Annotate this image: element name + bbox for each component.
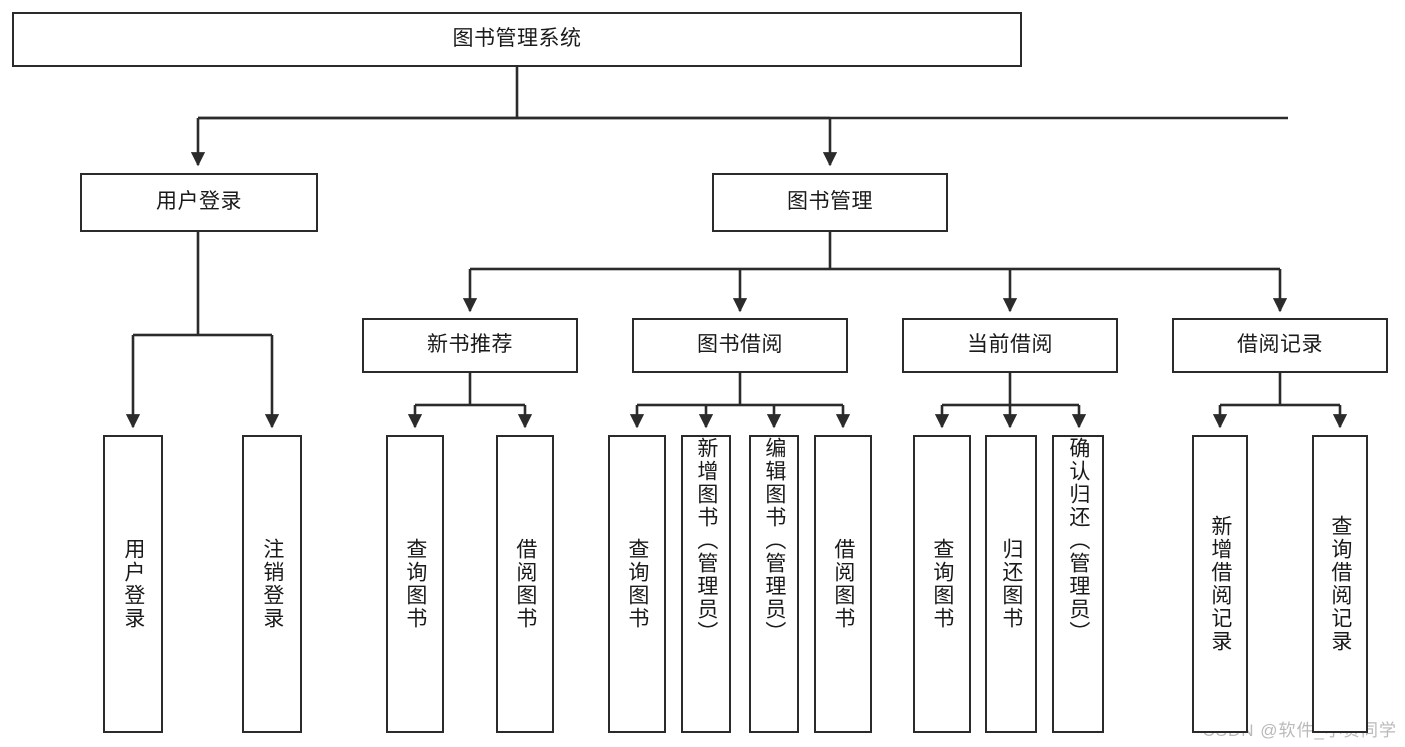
node-borrow-records[interactable]: 借阅记录 (1172, 318, 1388, 373)
leaf-label: 查询图书 (403, 538, 427, 630)
leaf-query-book-recommend[interactable]: 查询图书 (386, 435, 444, 733)
leaf-label: 查询图书 (930, 538, 954, 630)
node-label: 图书管理系统 (452, 27, 582, 51)
node-label: 图书借阅 (697, 333, 783, 357)
node-label: 用户登录 (156, 190, 242, 214)
node-user-login[interactable]: 用户登录 (80, 173, 318, 232)
leaf-user-login[interactable]: 用户登录 (103, 435, 163, 733)
leaf-query-book-current[interactable]: 查询图书 (913, 435, 971, 733)
node-root-system[interactable]: 图书管理系统 (12, 12, 1022, 67)
leaf-query-book-borrow[interactable]: 查询图书 (608, 435, 666, 733)
leaf-label: 注销登录 (260, 538, 284, 630)
leaf-label: 用户登录 (121, 538, 145, 630)
leaf-add-book-admin[interactable]: 新增图书（管理员） (681, 435, 731, 733)
leaf-add-borrow-record[interactable]: 新增借阅记录 (1192, 435, 1248, 733)
leaf-query-borrow-record[interactable]: 查询借阅记录 (1312, 435, 1368, 733)
node-book-borrow[interactable]: 图书借阅 (632, 318, 848, 373)
leaf-label: 归还图书 (999, 538, 1023, 630)
leaf-confirm-return-admin[interactable]: 确认归还（管理员） (1052, 435, 1104, 733)
leaf-edit-book-admin[interactable]: 编辑图书（管理员） (749, 435, 799, 733)
node-label: 当前借阅 (967, 333, 1053, 357)
node-label: 借阅记录 (1237, 333, 1323, 357)
node-new-book-recommend[interactable]: 新书推荐 (362, 318, 578, 373)
leaf-label: 新增借阅记录 (1208, 515, 1232, 653)
leaf-borrow-book[interactable]: 借阅图书 (814, 435, 872, 733)
node-book-management[interactable]: 图书管理 (712, 173, 948, 232)
leaf-label: 新增图书（管理员） (694, 437, 718, 644)
leaf-logout[interactable]: 注销登录 (242, 435, 302, 733)
leaf-label: 借阅图书 (513, 538, 537, 630)
node-label: 新书推荐 (427, 333, 513, 357)
node-label: 图书管理 (787, 190, 873, 214)
leaf-label: 借阅图书 (831, 538, 855, 630)
leaf-label: 查询图书 (625, 538, 649, 630)
leaf-label: 查询借阅记录 (1328, 515, 1352, 653)
leaf-borrow-book-recommend[interactable]: 借阅图书 (496, 435, 554, 733)
leaf-label: 确认归还（管理员） (1066, 437, 1090, 644)
leaf-return-book[interactable]: 归还图书 (985, 435, 1037, 733)
leaf-label: 编辑图书（管理员） (762, 437, 786, 644)
node-current-borrow[interactable]: 当前借阅 (902, 318, 1118, 373)
